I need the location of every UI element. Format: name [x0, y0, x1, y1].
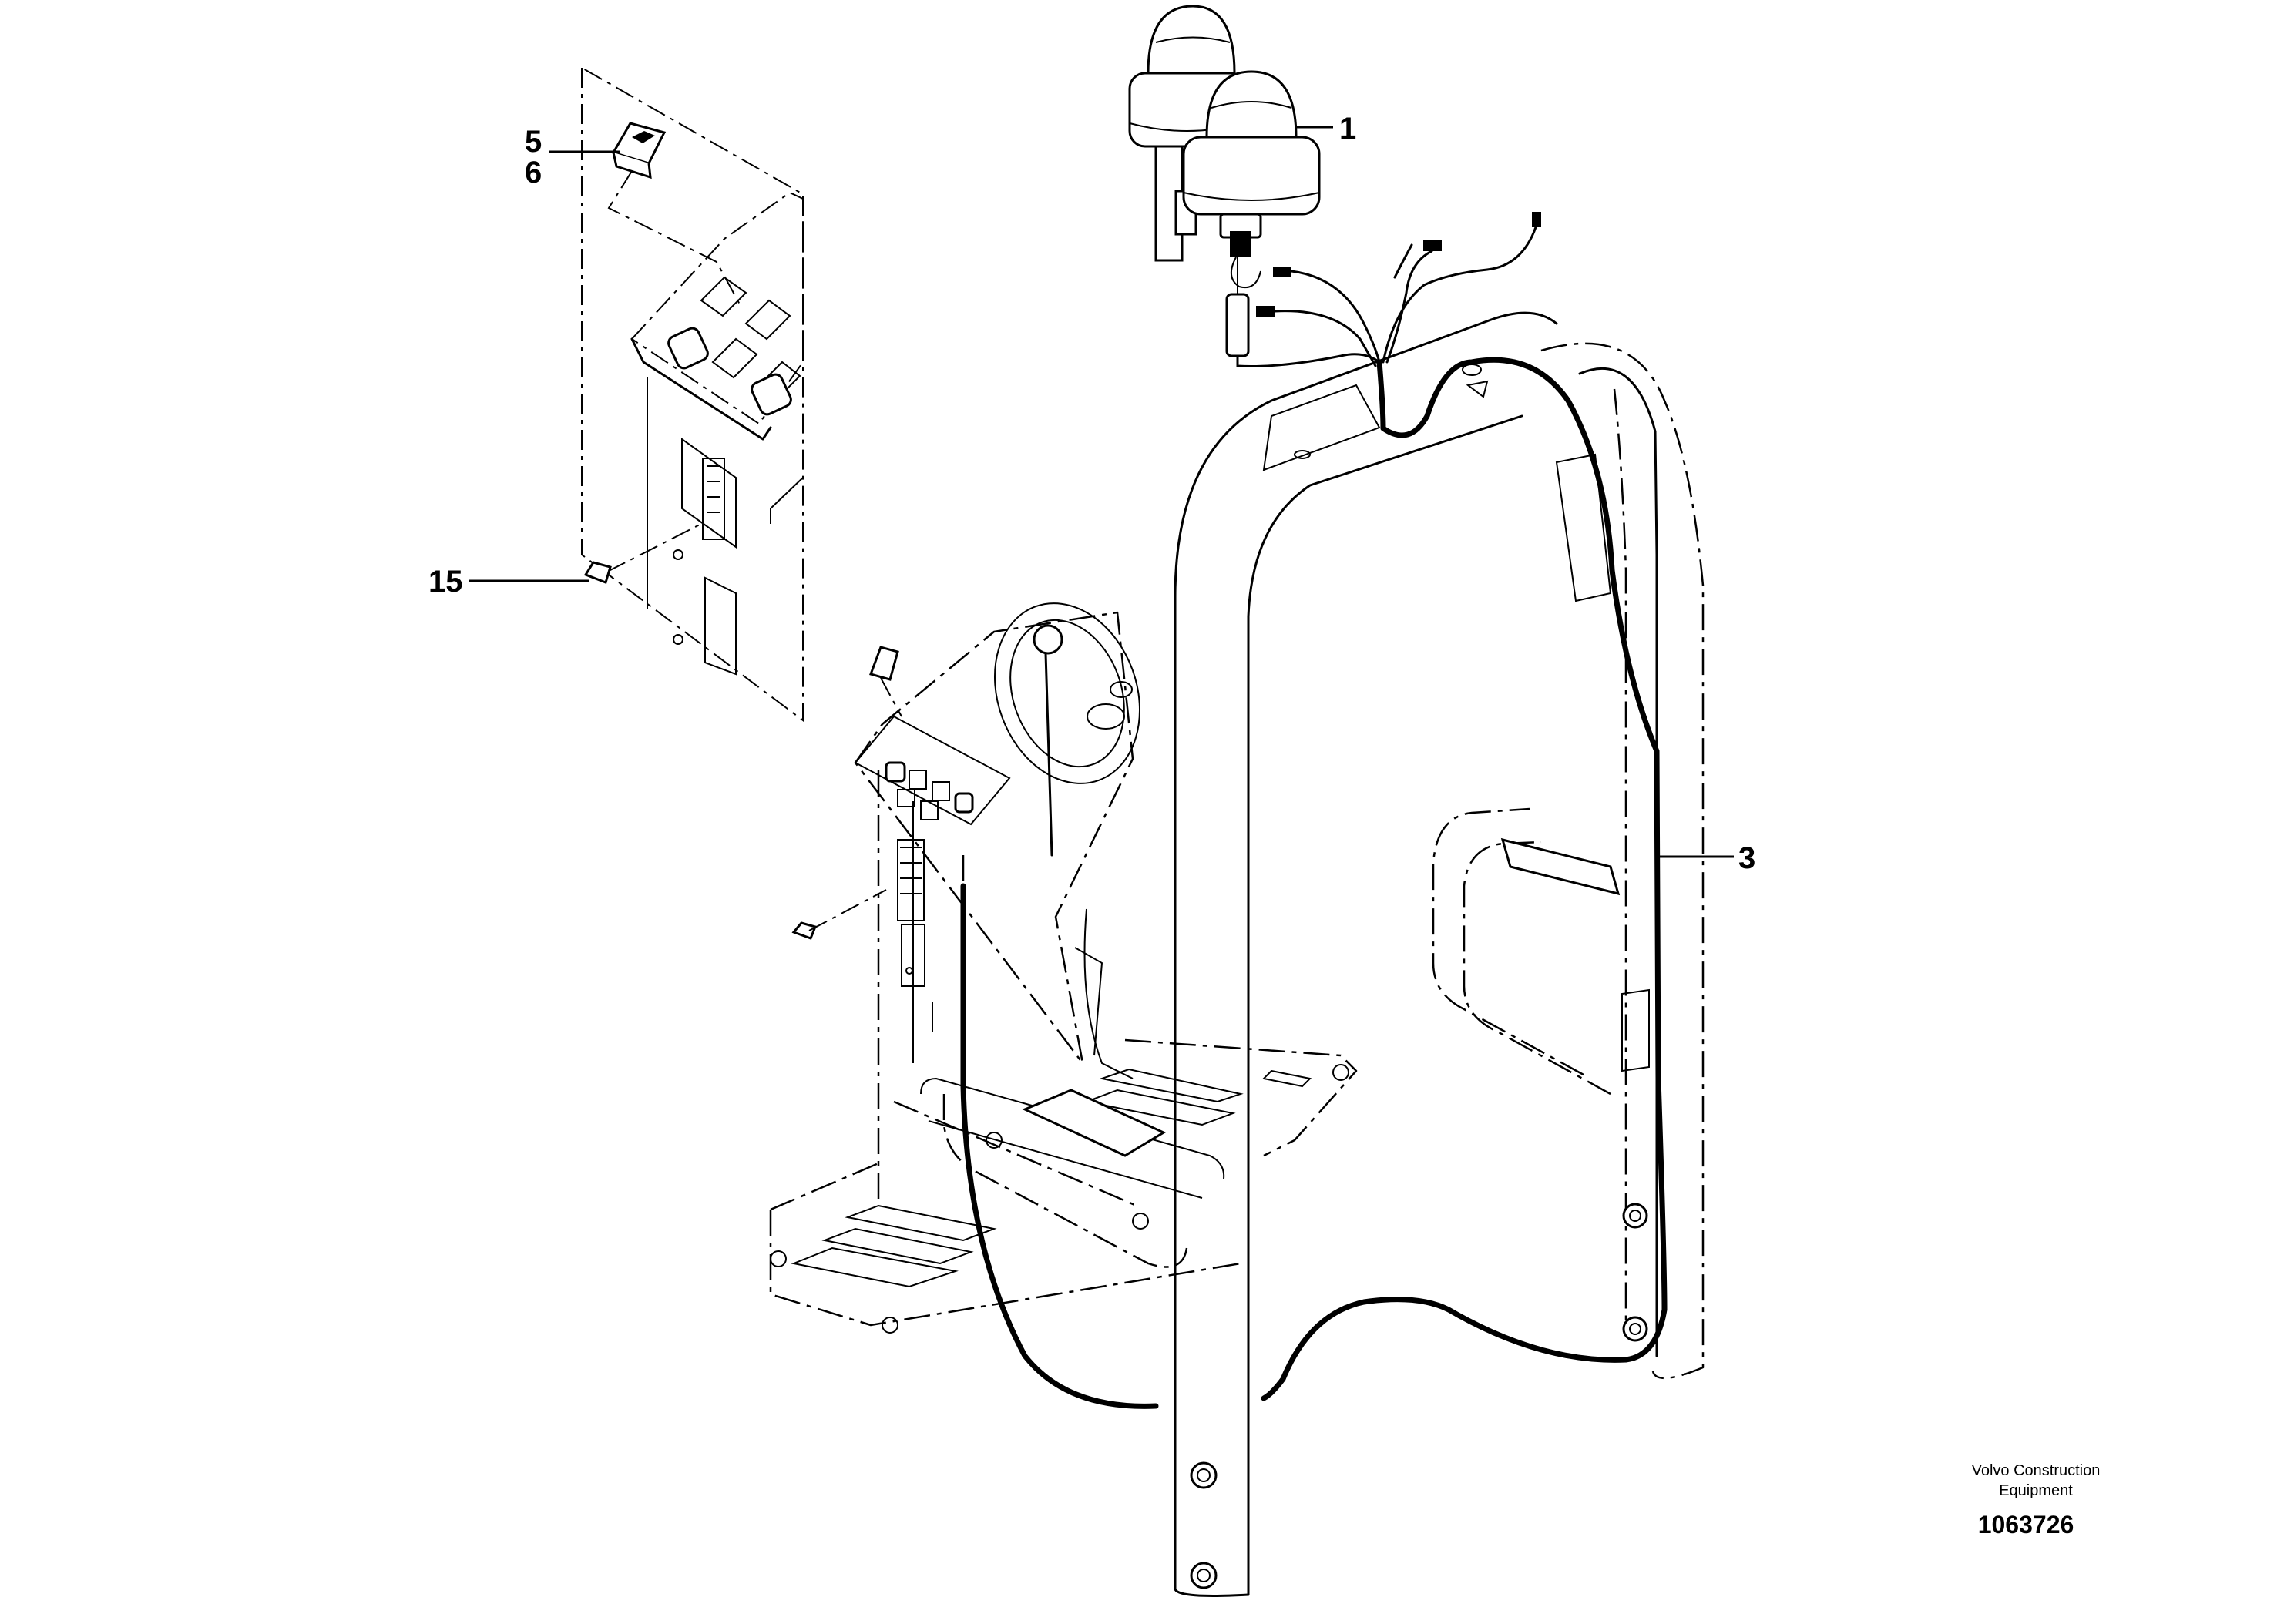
- inset-switch-panel: [630, 191, 804, 425]
- frame-bolts: [1190, 1203, 1648, 1589]
- connector-plug: [1256, 306, 1275, 317]
- switch-part-5-6: [611, 122, 667, 180]
- connector-plug: [1532, 212, 1541, 227]
- credit-line-1: Volvo Construction: [1972, 1462, 2101, 1479]
- rops-frame: [893, 311, 1705, 1597]
- callout-1: 1: [1339, 112, 1356, 146]
- wiring-harness: [960, 212, 1668, 1409]
- connector-plug: [1423, 240, 1442, 251]
- callout-leaders: [469, 126, 1734, 858]
- clip-part-15: [583, 561, 612, 584]
- beacon-lamp-front: [1182, 70, 1321, 357]
- callout-3: 3: [1738, 841, 1755, 875]
- inset-frame-panel: [581, 66, 804, 722]
- detail-inset-console: [581, 66, 804, 722]
- callout-6: 6: [525, 156, 542, 190]
- publisher-credit: Volvo Construction Equipment 1063726: [1972, 1462, 2101, 1538]
- beacon-lamps: [1128, 5, 1321, 357]
- console-switch: [869, 646, 899, 681]
- callout-5: 5: [525, 125, 542, 159]
- connector-plug: [1273, 267, 1291, 277]
- operator-station: [769, 602, 1358, 1334]
- credit-line-2: Equipment: [1999, 1482, 2073, 1499]
- inset-switch-grid: [667, 276, 801, 416]
- document-number: 1063726: [1978, 1511, 2074, 1538]
- callout-15: 15: [428, 565, 463, 599]
